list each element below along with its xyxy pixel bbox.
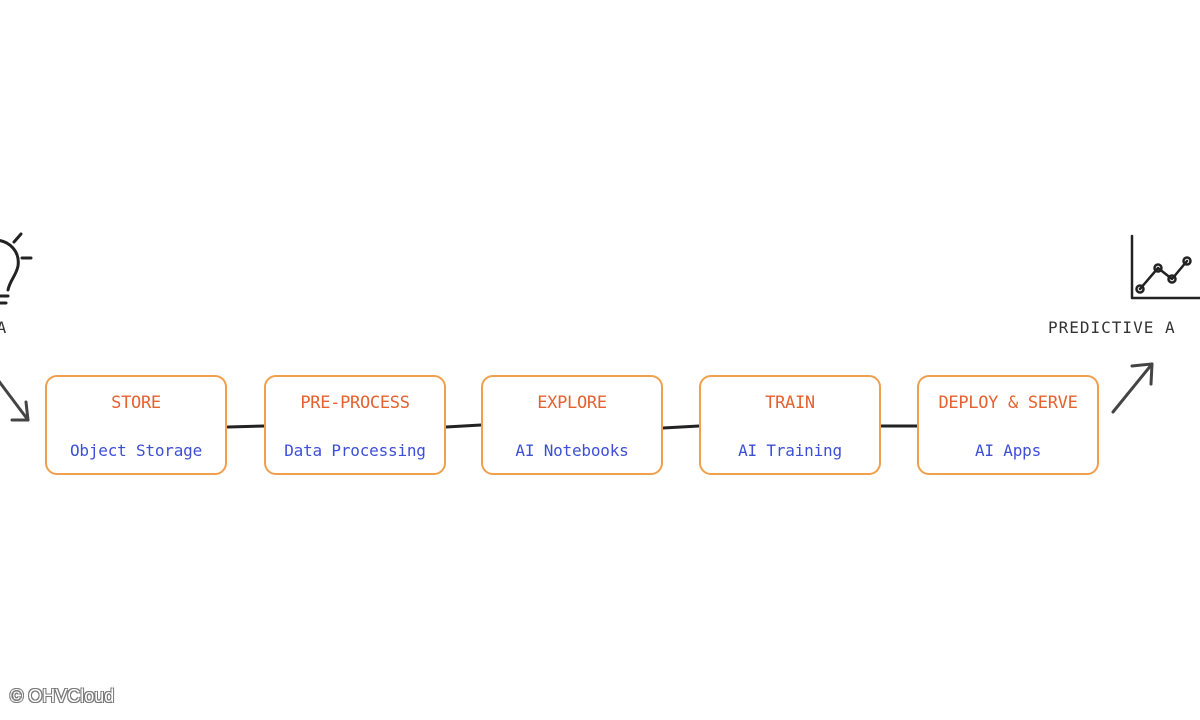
predictive-analytics-label: PREDICTIVE A	[1048, 318, 1176, 337]
start-arrow	[0, 380, 30, 422]
stage-title: STORE	[111, 393, 161, 413]
stage-service: AI Training	[738, 441, 842, 460]
line-chart-icon	[1130, 234, 1200, 300]
stage-service: AI Notebooks	[515, 441, 629, 460]
stage-explore: EXPLORE AI Notebooks	[481, 375, 663, 475]
stage-service: Data Processing	[284, 441, 426, 460]
end-arrow	[1111, 362, 1154, 414]
connector-2	[444, 423, 483, 429]
stage-service: AI Apps	[974, 441, 1042, 460]
stage-connectors	[226, 423, 919, 430]
stage-deploy-serve: DEPLOY & SERVE AI Apps	[917, 375, 1099, 475]
stage-title: EXPLORE	[537, 393, 607, 413]
stage-title: TRAIN	[765, 393, 815, 413]
idea-label: EA	[0, 318, 8, 337]
stage-train: TRAIN AI Training	[699, 375, 881, 475]
stage-title: PRE-PROCESS	[300, 393, 410, 413]
connector-3	[661, 424, 701, 430]
stage-service: Object Storage	[69, 441, 203, 460]
watermark: © OHVCloud	[10, 686, 115, 706]
stage-title: DEPLOY & SERVE	[938, 393, 1078, 413]
stage-store: STORE Object Storage	[45, 375, 227, 475]
stage-pre-process: PRE-PROCESS Data Processing	[264, 375, 446, 475]
connector-1	[226, 424, 267, 429]
lightbulb-icon	[0, 232, 33, 305]
